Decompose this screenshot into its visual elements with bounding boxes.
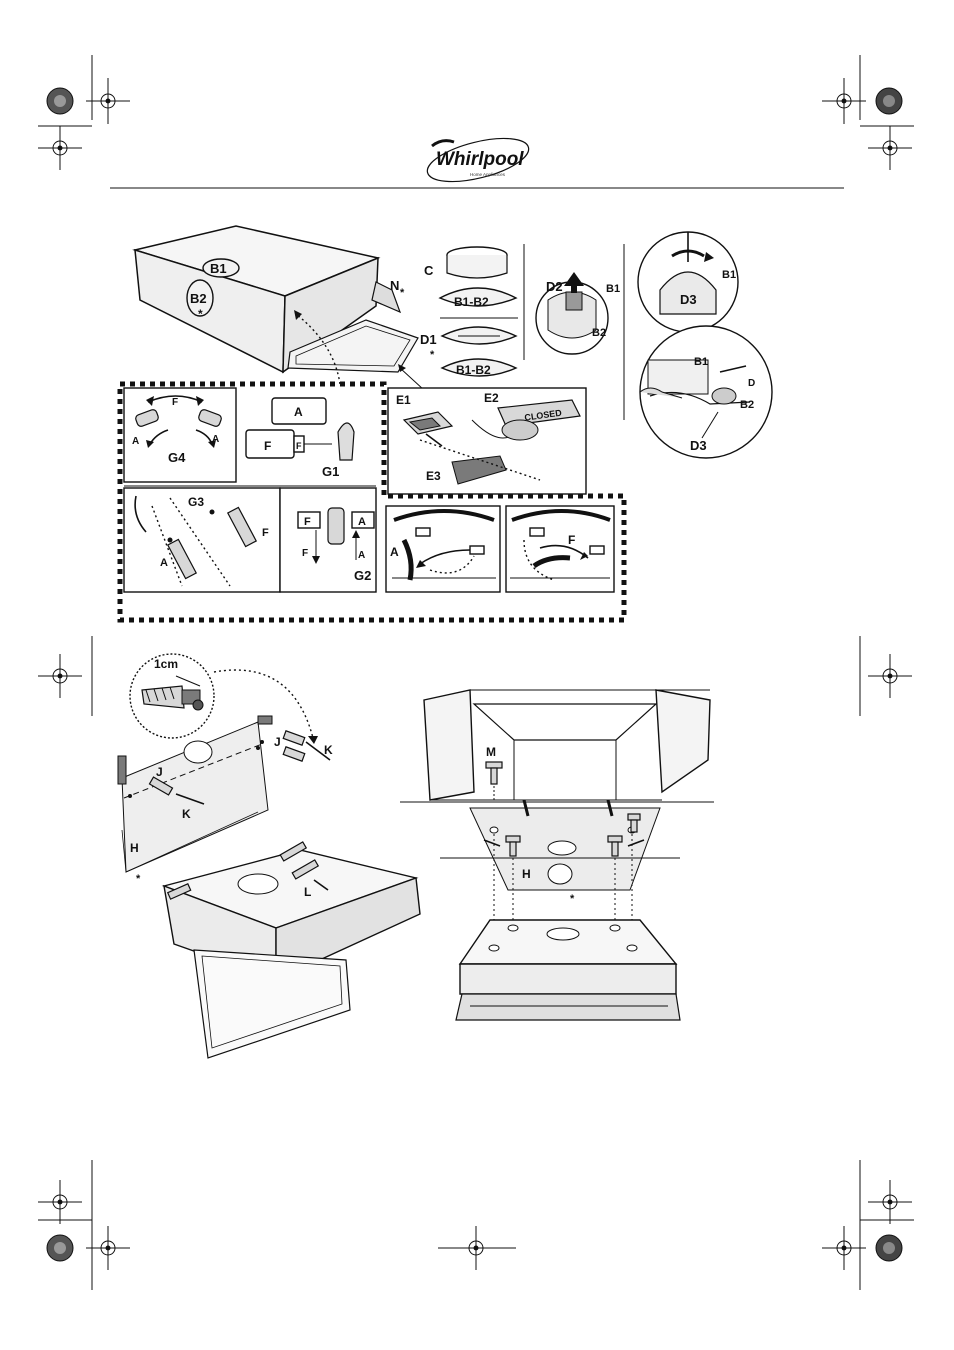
label-f: F — [568, 533, 575, 547]
label-n: N — [390, 278, 399, 293]
logo-tagline: Home Appliances — [470, 172, 506, 177]
label-b1-b2: B1-B2 — [456, 363, 491, 377]
figure-filter-settings: F A A G4 A F F G1 G3 F A — [120, 384, 624, 620]
label-asterisk: * — [136, 873, 141, 885]
brand-logo: Whirlpool Home Appliances — [423, 130, 533, 190]
label-k: K — [324, 743, 333, 757]
label-a: A — [212, 434, 219, 445]
crosshair-icon — [86, 1226, 130, 1270]
label-l: L — [304, 885, 311, 899]
label-g1: G1 — [322, 464, 339, 479]
label-b1: B1 — [210, 261, 227, 276]
box-f: F — [264, 439, 271, 453]
color-wheel-icon — [876, 1235, 902, 1261]
color-wheel-icon — [47, 1235, 73, 1261]
label-m: M — [486, 745, 496, 759]
label-d2: D2 — [546, 279, 563, 294]
label-e3: E3 — [426, 469, 441, 483]
crosshair-icon — [822, 78, 866, 124]
label-f: F — [302, 548, 308, 559]
label-j: J — [274, 735, 281, 749]
label-d1: D1 — [420, 332, 437, 347]
label-d3: D3 — [690, 438, 707, 453]
label-a: A — [358, 550, 365, 561]
figure-cabinet-mounting: M H * — [400, 690, 714, 1020]
label-a: A — [160, 557, 168, 569]
label-e2: E2 — [484, 391, 499, 405]
label-h: H — [522, 867, 531, 881]
box-a: A — [294, 405, 303, 419]
knob-f: F — [296, 441, 302, 451]
label-asterisk: * — [570, 893, 575, 905]
label-b1: B1 — [722, 269, 736, 281]
label-c: C — [424, 263, 434, 278]
label-h: H — [130, 841, 139, 855]
label-asterisk: * — [198, 307, 203, 321]
crosshair-icon — [822, 1226, 866, 1270]
label-d: D — [748, 378, 755, 389]
label-g3: G3 — [188, 495, 204, 509]
label-b1: B1 — [694, 356, 708, 368]
label-g4: G4 — [168, 450, 186, 465]
label-j: J — [156, 765, 163, 779]
crosshair-icon — [38, 654, 82, 698]
label-asterisk: * — [430, 349, 435, 361]
label-f: F — [172, 397, 178, 408]
color-wheel-icon — [876, 88, 902, 114]
label-a: A — [132, 436, 139, 447]
crosshair-icon — [38, 1180, 82, 1224]
crosshair-icon — [38, 126, 82, 170]
label-b2: B2 — [190, 291, 207, 306]
label-1cm: 1cm — [154, 657, 178, 671]
label-e1: E1 — [396, 393, 411, 407]
label-g2: G2 — [354, 568, 371, 583]
logo-wordmark: Whirlpool — [436, 149, 524, 170]
figure-wall-mounting: 1cm J K J K H * — [118, 654, 420, 1058]
crosshair-icon — [868, 1180, 912, 1224]
crosshair-icon — [868, 126, 912, 170]
label-a: A — [390, 545, 399, 559]
label-f: F — [262, 527, 269, 539]
label-b1-b2: B1-B2 — [454, 295, 489, 309]
label-b2: B2 — [740, 399, 754, 411]
g2-box-a: A — [358, 516, 366, 528]
label-asterisk: * — [400, 287, 405, 299]
label-b1: B1 — [606, 283, 620, 295]
g2-box-f: F — [304, 516, 311, 528]
label-d3: D3 — [680, 292, 697, 307]
label-k: K — [182, 807, 191, 821]
crosshair-icon — [868, 654, 912, 698]
label-b2: B2 — [592, 327, 606, 339]
color-wheel-icon — [47, 88, 73, 114]
crosshair-icon — [86, 78, 130, 124]
